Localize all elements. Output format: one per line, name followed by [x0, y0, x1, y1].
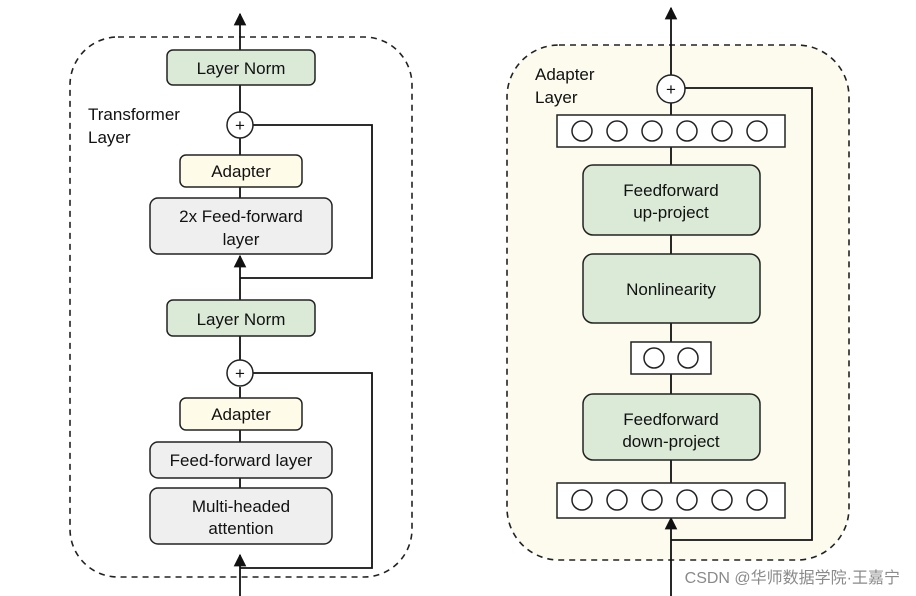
adapter-frame-label-line2: Layer: [535, 88, 578, 107]
feed-forward-layer-box: [149, 441, 333, 479]
layer-norm-label-mid: Layer Norm: [197, 310, 286, 329]
adapter-residual-add-node: [656, 74, 686, 104]
mha-label-line1: Multi-headed: [192, 497, 290, 516]
neuron-node: [746, 489, 768, 511]
ff2x-label-line2: layer: [223, 230, 260, 249]
csdn-watermark: CSDN @华师数据学院·王嘉宁: [685, 569, 900, 587]
feed-forward-layer-label: Feed-forward layer: [170, 451, 313, 470]
transformer-frame: [69, 36, 413, 578]
adapter-label-bottom: Adapter: [211, 405, 271, 424]
skip-connection-bottom: [240, 372, 373, 569]
residual-add-node-bottom: [226, 359, 254, 387]
neuron-node: [676, 120, 698, 142]
plus-symbol: +: [235, 364, 245, 383]
neuron-node: [606, 120, 628, 142]
skip-connection-top: [240, 124, 373, 279]
neuron-node: [746, 120, 768, 142]
multi-headed-attention-box: [149, 487, 333, 545]
feedforward-up-project-box: [582, 164, 761, 236]
neuron-node: [677, 347, 699, 369]
up-project-label-line1: Feedforward: [623, 181, 718, 200]
mha-label-line2: attention: [208, 519, 273, 538]
transformer-frame-label-line2: Layer: [88, 128, 131, 147]
neuron-node: [571, 120, 593, 142]
adapter-frame-label-line1: Adapter: [535, 65, 595, 84]
neuron-node: [606, 489, 628, 511]
plus-symbol: +: [235, 116, 245, 135]
adapter-box-top: [179, 154, 303, 188]
neuron-node: [641, 120, 663, 142]
neuron-node: [711, 120, 733, 142]
up-project-label-line2: up-project: [633, 203, 709, 222]
feed-forward-2x-box: [149, 197, 333, 255]
neuron-node: [676, 489, 698, 511]
layer-norm-box-mid: [166, 299, 316, 337]
nonlinearity-box: [582, 253, 761, 324]
layer-norm-label-top: Layer Norm: [197, 59, 286, 78]
layer-norm-box-top: [166, 49, 316, 86]
neuron-node: [571, 489, 593, 511]
neuron-node: [643, 347, 665, 369]
adapter-layer-panel: Adapter Layer Feedforward down-project N…: [506, 6, 850, 596]
down-project-label-line2: down-project: [622, 432, 720, 451]
bottleneck-vector-box: [630, 341, 712, 375]
down-project-label-line1: Feedforward: [623, 410, 718, 429]
plus-symbol: +: [666, 80, 676, 99]
residual-add-node-top: [226, 111, 254, 139]
adapter-skip-connection: [671, 87, 813, 541]
adapter-box-bottom: [179, 397, 303, 431]
ff2x-label-line1: 2x Feed-forward: [179, 207, 303, 226]
neuron-node: [641, 489, 663, 511]
adapter-label-top: Adapter: [211, 162, 271, 181]
nonlinearity-label: Nonlinearity: [626, 280, 716, 299]
transformer-frame-label-line1: Transformer: [88, 105, 180, 124]
neuron-node: [711, 489, 733, 511]
transformer-layer-panel: Transformer Layer Multi-headed attention…: [69, 12, 413, 596]
feedforward-down-project-box: [582, 393, 761, 461]
